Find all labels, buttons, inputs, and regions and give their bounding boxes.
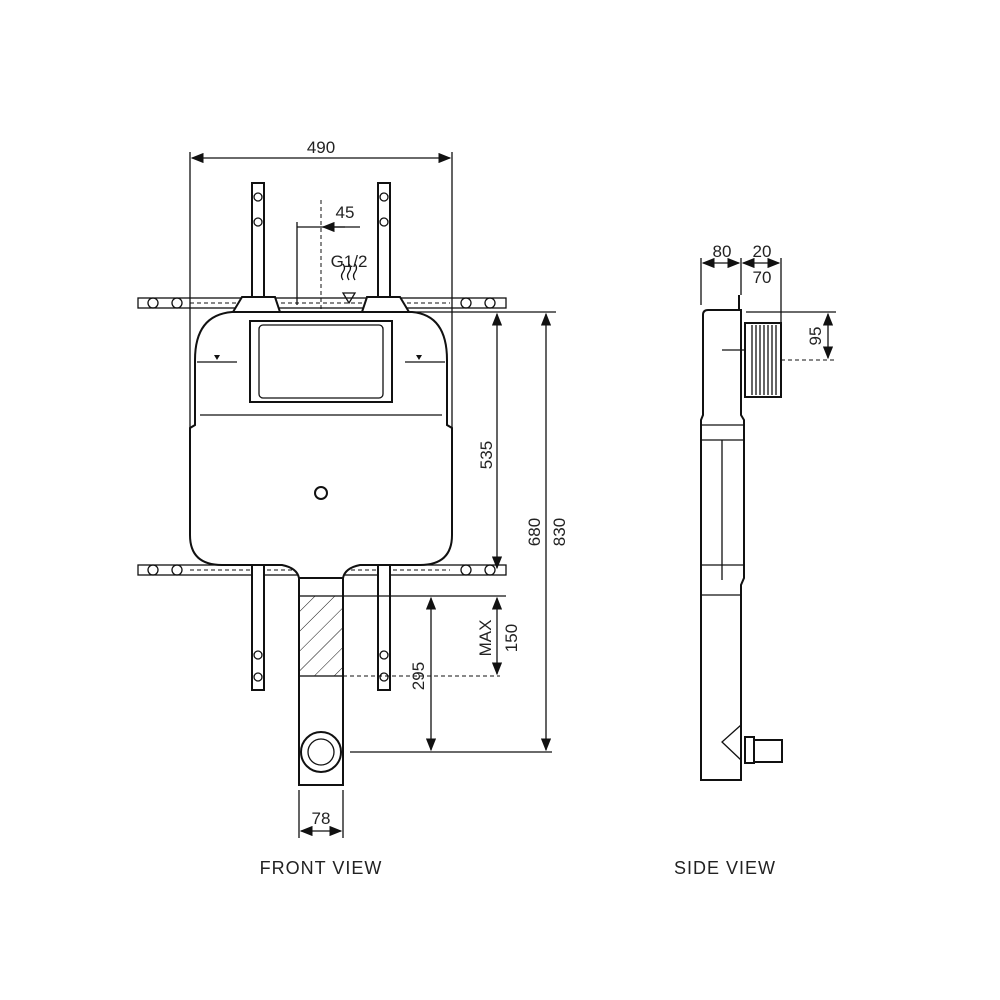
side-dimension-lines bbox=[700, 257, 836, 395]
dim-20: 20 bbox=[753, 242, 772, 261]
dim-830: 830 bbox=[550, 518, 569, 546]
dim-inlet-offset: 45 bbox=[336, 203, 355, 222]
water-inlet-icon bbox=[340, 263, 358, 281]
side-view: 80 20 70 95 SIDE VIEW bbox=[674, 242, 836, 878]
mounting-rail-top bbox=[137, 297, 507, 309]
dim-535: 535 bbox=[477, 441, 496, 469]
water-level-triangle-icon bbox=[341, 292, 357, 305]
dim-70: 70 bbox=[753, 268, 772, 287]
side-view-label: SIDE VIEW bbox=[674, 858, 776, 878]
fixing-point bbox=[314, 486, 328, 500]
dim-80: 80 bbox=[713, 242, 732, 261]
dim-max-150: 150 bbox=[502, 624, 521, 652]
dim-680: 680 bbox=[525, 518, 544, 546]
dim-width: 490 bbox=[307, 138, 335, 157]
dim-295: 295 bbox=[409, 662, 428, 690]
dimension-lines bbox=[189, 152, 556, 838]
side-outlet bbox=[753, 739, 783, 763]
front-view-label: FRONT VIEW bbox=[260, 858, 383, 878]
dim-78: 78 bbox=[312, 809, 331, 828]
front-view: 490 45 G1/2 535 680 830 MAX 150 295 78 F… bbox=[137, 138, 569, 878]
dim-max-label: MAX bbox=[476, 620, 495, 657]
flush-plate bbox=[744, 322, 782, 398]
dim-95: 95 bbox=[806, 327, 825, 346]
inlet-thread: G1/2 bbox=[331, 252, 368, 271]
inspection-window bbox=[249, 320, 393, 403]
